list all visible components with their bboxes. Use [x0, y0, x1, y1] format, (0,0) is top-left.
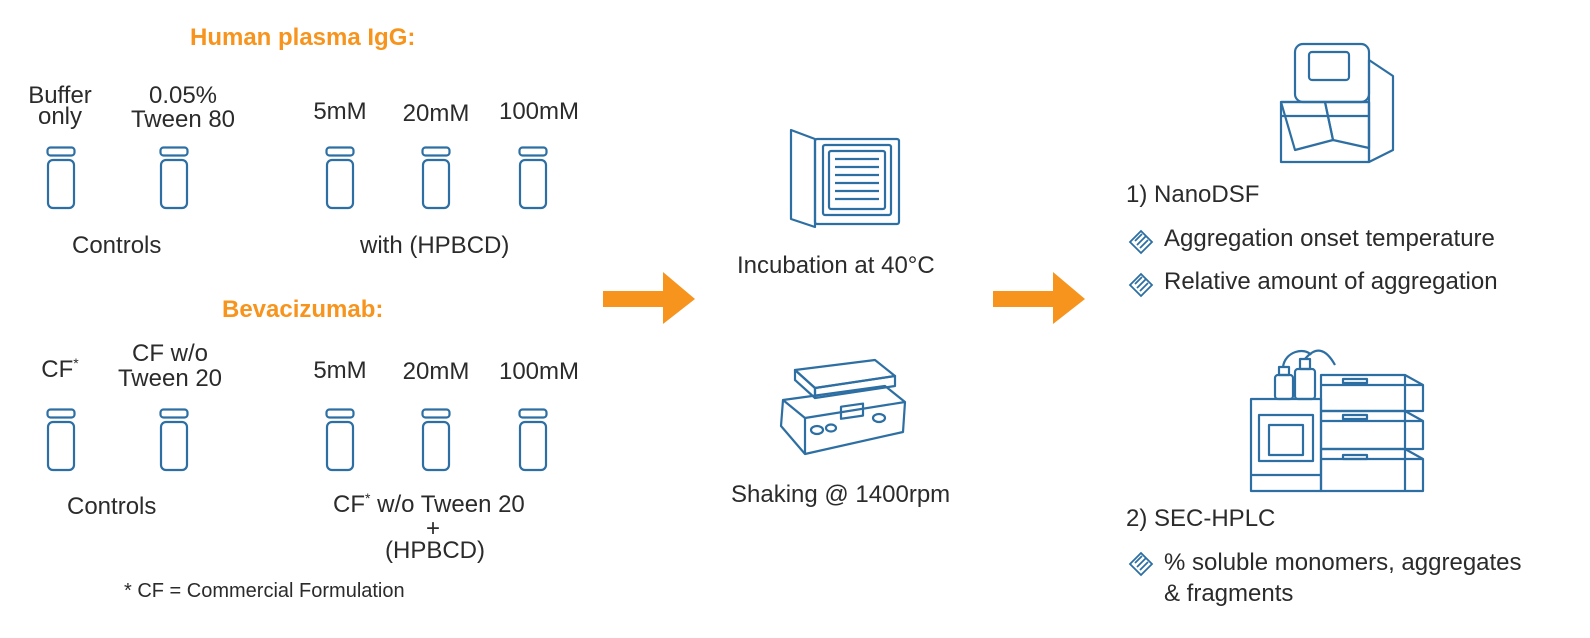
shaking-label: Shaking @ 1400rpm: [731, 481, 951, 508]
treatment-plus: +: [426, 515, 441, 542]
section2-title: Bevacizumab:: [222, 296, 384, 323]
method2-item-1: % soluble monomers, aggregates & fragmen…: [1128, 547, 1522, 609]
vial-label-line: 0.05%: [148, 82, 218, 109]
method1-title: 1) NanoDSF: [1126, 181, 1260, 208]
vial-label-20mM: 20mM: [402, 100, 470, 127]
vial-label-line: only: [37, 103, 83, 130]
vial-label-tween80: 0.05%Tween 80: [118, 82, 248, 133]
vial-icon: [325, 146, 355, 210]
vial-label-5mM: 5mM: [313, 98, 367, 125]
vial-icon: [159, 146, 189, 210]
treatment-hpbcd: (HPBCD): [385, 537, 485, 564]
diamond-hatched-icon: [1128, 272, 1154, 298]
nanodsf-instrument-icon: [1279, 42, 1395, 164]
vial-label-100mM: 100mM: [498, 98, 580, 125]
vial-icon: [421, 408, 451, 472]
vial-icon: [421, 146, 451, 210]
vial-icon: [46, 408, 76, 472]
vial-label-100mM-b: 100mM: [498, 358, 580, 385]
vial-icon: [518, 408, 548, 472]
method1-item-text: Aggregation onset temperature: [1164, 225, 1495, 252]
diamond-hatched-icon: [1128, 229, 1154, 255]
section1-title: Human plasma IgG:: [190, 24, 416, 51]
shaker-icon: [779, 358, 907, 456]
arrow-right-icon: [993, 272, 1085, 324]
diamond-hatched-icon: [1128, 551, 1154, 577]
vial-icon: [325, 408, 355, 472]
controls-label-2: Controls: [67, 493, 157, 520]
controls-label-1: Controls: [72, 232, 162, 259]
hplc-instrument-icon: [1249, 349, 1425, 493]
footnote: * CF = Commercial Formulation: [124, 580, 405, 602]
vial-label-cf: CF*: [41, 355, 79, 383]
vial-label-20mM-b: 20mM: [402, 358, 470, 385]
method2-item-text: % soluble monomers, aggregates & fragmen…: [1164, 549, 1522, 607]
arrow-right-icon: [603, 272, 695, 324]
method1-item-1: Aggregation onset temperature: [1128, 225, 1495, 255]
vial-icon: [159, 408, 189, 472]
vial-icon: [46, 146, 76, 210]
treatment-label-2: CF* w/o Tween 20: [333, 490, 525, 518]
vial-label-line: Tween 20: [117, 365, 223, 392]
vial-label-line: CF w/o: [131, 340, 208, 367]
vial-label-line: Tween 80: [130, 106, 236, 133]
incubation-label: Incubation at 40°C: [737, 252, 935, 279]
vial-label-5mM-b: 5mM: [313, 357, 367, 384]
treatment-label-1: with (HPBCD): [360, 232, 510, 259]
method1-item-text: Relative amount of aggregation: [1164, 268, 1498, 295]
vial-icon: [518, 146, 548, 210]
incubator-icon: [789, 128, 901, 229]
method1-item-2: Relative amount of aggregation: [1128, 268, 1498, 298]
method2-title: 2) SEC-HPLC: [1126, 505, 1276, 532]
vial-label-line: Buffer: [28, 82, 92, 109]
